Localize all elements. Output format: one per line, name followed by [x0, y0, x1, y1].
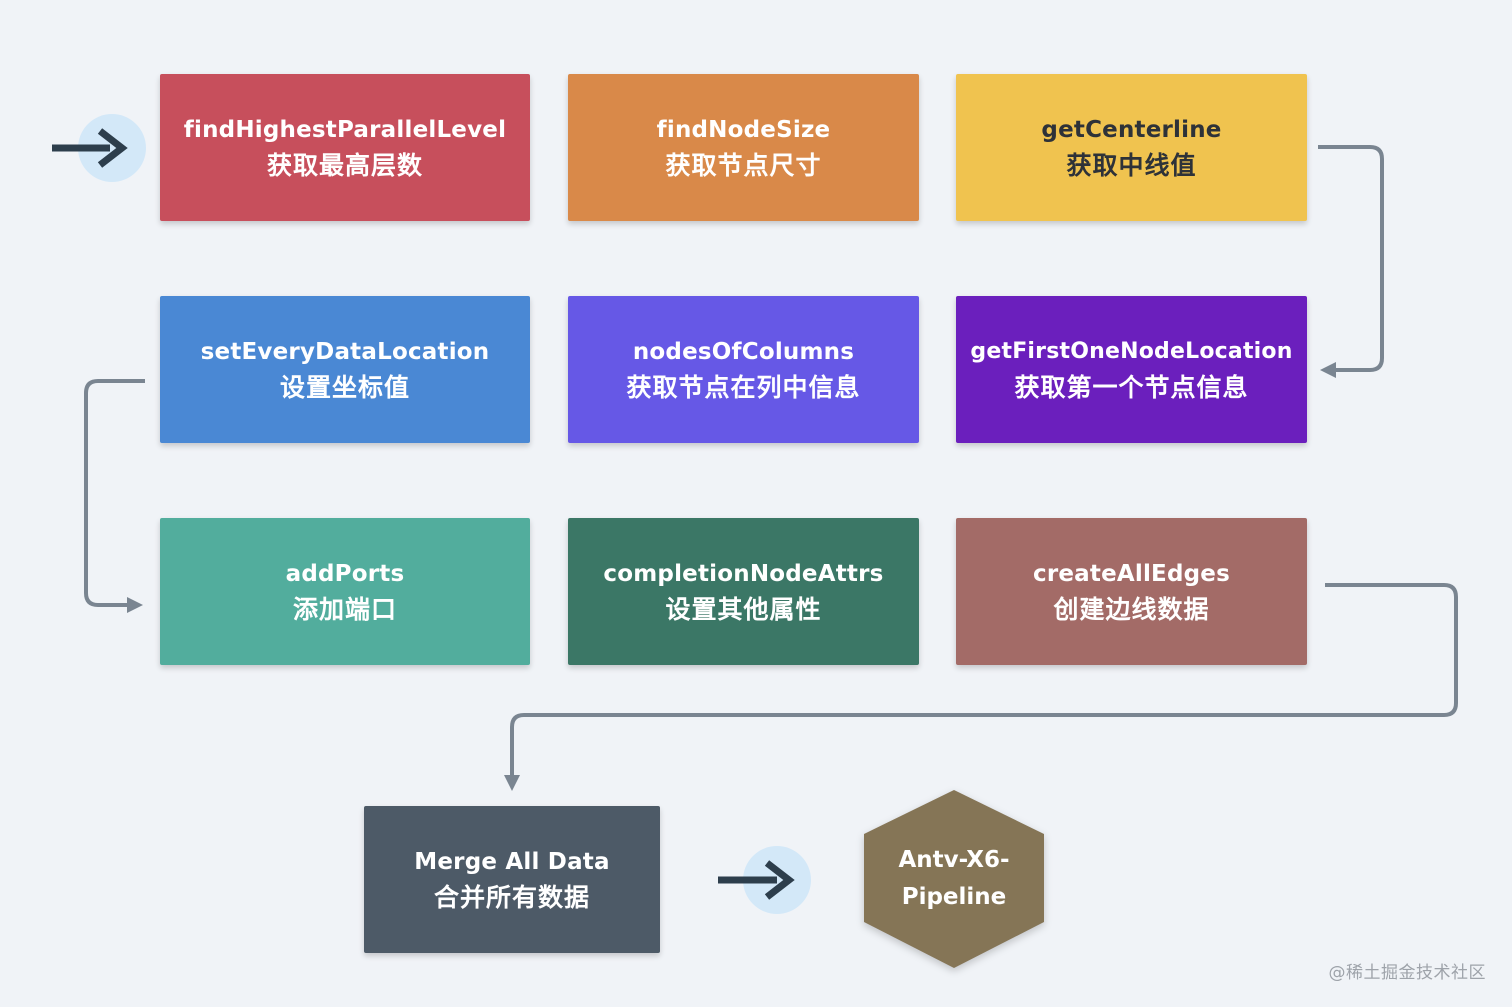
- node-name: Merge All Data: [414, 848, 610, 875]
- start-arrow-circle: [78, 114, 146, 182]
- node-name: setEveryDataLocation: [200, 338, 490, 365]
- node-description: 获取节点尺寸: [665, 150, 822, 180]
- node-addPorts: addPorts 添加端口: [160, 518, 530, 665]
- node-getFirstOneNodeLocation: getFirstOneNodeLocation 获取第一个节点信息: [956, 296, 1307, 443]
- node-name: addPorts: [285, 560, 405, 587]
- node-description: 创建边线数据: [1053, 594, 1210, 624]
- node-description: 设置坐标值: [279, 372, 410, 402]
- final-node-line1: Antv-X6-: [898, 847, 1010, 873]
- connector-arrowhead: [504, 775, 520, 791]
- node-description: 获取节点在列中信息: [626, 372, 861, 402]
- node-name: createAllEdges: [1033, 560, 1230, 587]
- connector-arrowhead: [1320, 362, 1336, 378]
- node-mergeAllData: Merge All Data 合并所有数据: [364, 806, 660, 953]
- node-name: getCenterline: [1041, 116, 1222, 143]
- node-description: 合并所有数据: [433, 882, 590, 912]
- right-arrow-icon: [52, 128, 128, 168]
- node-name: completionNodeAttrs: [603, 560, 884, 587]
- node-completionNodeAttrs: completionNodeAttrs 设置其他属性: [568, 518, 919, 665]
- connector-edges-to-merge: [510, 583, 1458, 776]
- node-name: findNodeSize: [656, 116, 831, 143]
- final-node-line2: Pipeline: [901, 884, 1007, 910]
- node-name: nodesOfColumns: [632, 338, 855, 365]
- node-name: getFirstOneNodeLocation: [970, 338, 1293, 364]
- node-description: 设置其他属性: [665, 594, 822, 624]
- final-node-label: Antv-X6- Pipeline: [864, 842, 1044, 916]
- node-createAllEdges: createAllEdges 创建边线数据: [956, 518, 1307, 665]
- node-setEveryDataLocation: setEveryDataLocation 设置坐标值: [160, 296, 530, 443]
- connector-location-to-addports: [84, 379, 145, 607]
- node-description: 获取第一个节点信息: [1014, 372, 1249, 402]
- node-getCenterline: getCenterline 获取中线值: [956, 74, 1307, 221]
- watermark: @稀土掘金技术社区: [1328, 963, 1486, 983]
- connector-arrowhead: [127, 597, 143, 613]
- right-arrow-icon: [718, 860, 795, 900]
- node-findHighestParallelLevel: findHighestParallelLevel 获取最高层数: [160, 74, 530, 221]
- node-description: 获取中线值: [1066, 150, 1197, 180]
- node-name: findHighestParallelLevel: [183, 116, 507, 143]
- node-description: 获取最高层数: [266, 150, 423, 180]
- connector-centerline-to-firstnode: [1318, 145, 1384, 372]
- node-nodesOfColumns: nodesOfColumns 获取节点在列中信息: [568, 296, 919, 443]
- node-findNodeSize: findNodeSize 获取节点尺寸: [568, 74, 919, 221]
- node-description: 添加端口: [292, 594, 397, 624]
